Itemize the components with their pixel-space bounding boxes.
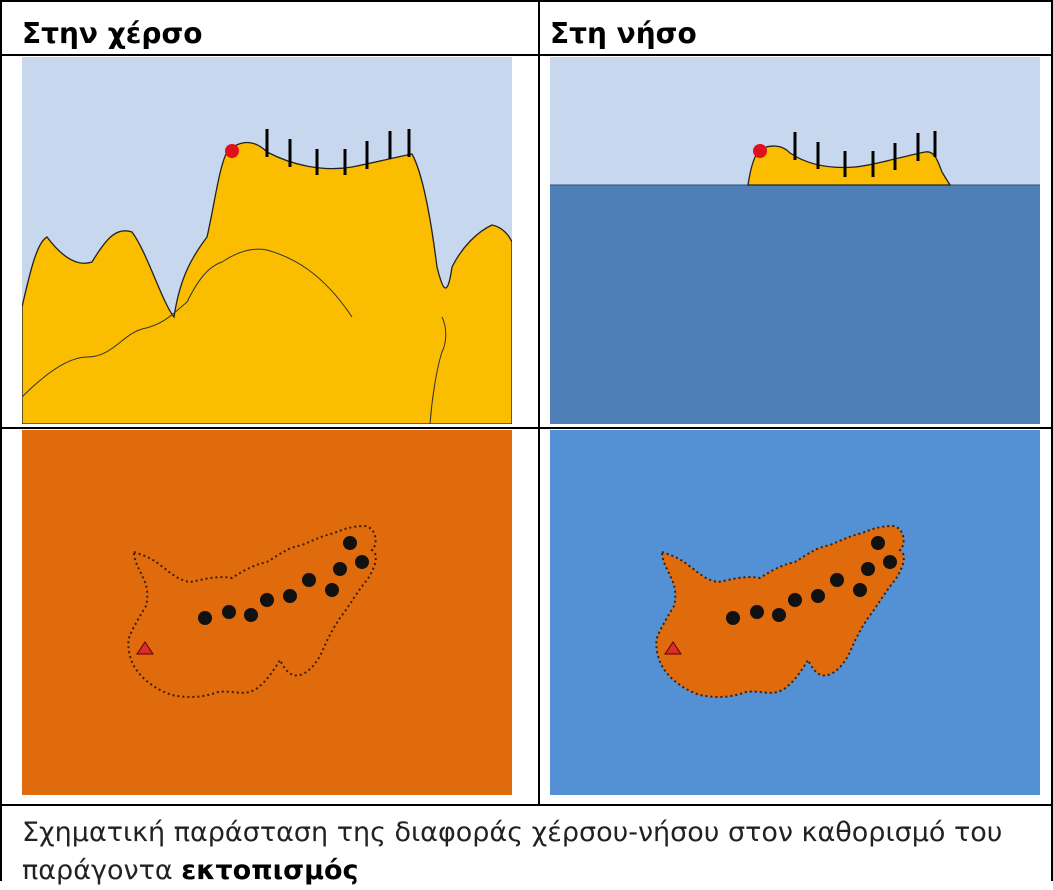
- ridge-line: [22, 248, 353, 398]
- header-row-divider: [0, 54, 1053, 56]
- black-dot-icon: [343, 536, 357, 550]
- red-triangle-icon: [664, 641, 682, 655]
- row-divider: [0, 427, 1053, 429]
- black-dot-icon: [861, 562, 875, 576]
- black-dot-icon: [302, 573, 316, 587]
- table-border-right: [1051, 0, 1053, 881]
- black-dot-icon: [355, 555, 369, 569]
- black-dot-icon: [283, 589, 297, 603]
- red-triangle-icon: [136, 641, 154, 655]
- black-dot-icon: [788, 593, 802, 607]
- island-map: [550, 430, 1040, 795]
- sea: [550, 185, 1040, 424]
- caption-line2: παράγοντα: [22, 855, 173, 886]
- red-circle-icon: [753, 144, 767, 158]
- caption-emphasis: εκτοπισμός: [181, 855, 359, 886]
- black-dot-icon: [811, 589, 825, 603]
- table-border-left: [0, 0, 2, 881]
- black-dot-icon: [198, 611, 212, 625]
- black-dot-icon: [830, 573, 844, 587]
- caption-row-divider: [0, 804, 1053, 806]
- caption-line1: Σχηματική παράσταση της διαφοράς χέρσου-…: [22, 817, 1003, 848]
- black-dot-icon: [871, 536, 885, 550]
- fence-ticks: [793, 131, 937, 177]
- figure-caption: Σχηματική παράσταση της διαφοράς χέρσου-…: [22, 814, 1032, 890]
- black-dot-icon: [750, 605, 764, 619]
- mainland-cross-section: [22, 57, 512, 424]
- black-dot-icon: [726, 611, 740, 625]
- mountain-terrain: [22, 141, 512, 424]
- black-dot-icon: [883, 555, 897, 569]
- mainland-map: [22, 430, 512, 795]
- land-outline: [127, 524, 377, 698]
- black-dot-icon: [333, 562, 347, 576]
- island-header: Στη νήσο: [550, 17, 697, 50]
- table-border-middle: [538, 0, 540, 805]
- black-dot-icon: [244, 608, 258, 622]
- table-border-top: [0, 0, 1053, 2]
- route-markers: [198, 536, 369, 625]
- black-dot-icon: [325, 583, 339, 597]
- red-circle-icon: [225, 144, 239, 158]
- valley-line: [429, 316, 447, 424]
- black-dot-icon: [260, 593, 274, 607]
- route-markers: [726, 536, 897, 625]
- black-dot-icon: [772, 608, 786, 622]
- black-dot-icon: [222, 605, 236, 619]
- mainland-header: Στην χέρσο: [22, 17, 203, 50]
- island-cross-section: [550, 57, 1040, 424]
- fence-ticks: [265, 129, 411, 175]
- mainland-map-background: [22, 430, 512, 795]
- black-dot-icon: [853, 583, 867, 597]
